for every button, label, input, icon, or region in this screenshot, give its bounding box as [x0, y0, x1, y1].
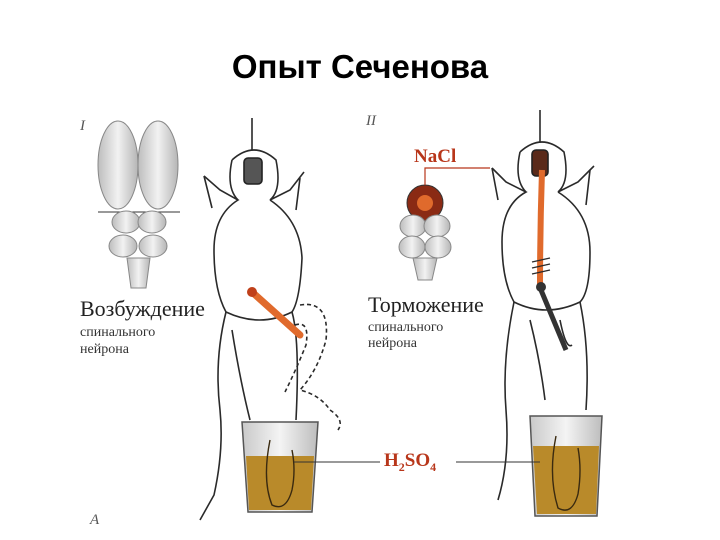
left-label-title: Возбуждение — [80, 296, 205, 322]
acid-label-so: SO — [405, 450, 430, 471]
right-acid-beaker — [530, 416, 602, 516]
left-brain-diagram — [98, 121, 180, 288]
left-stimulus-point — [247, 287, 257, 297]
acid-label-h: H — [384, 450, 399, 471]
acid-label-sub2: 4 — [430, 460, 436, 474]
left-label-line2: нейрона — [80, 342, 129, 358]
right-label-line2: нейрона — [368, 336, 417, 352]
right-block-marker — [532, 258, 550, 274]
panel-number-left: I — [80, 118, 85, 135]
left-acid-beaker — [242, 422, 318, 512]
left-label-line1: спинального — [80, 325, 155, 341]
nacl-label: NaCl — [414, 146, 456, 168]
panel-number-right: II — [366, 113, 376, 130]
acid-label: H2SO4 — [384, 450, 436, 475]
corner-mark: А — [90, 512, 99, 529]
right-label-title: Торможение — [368, 292, 484, 318]
right-nerve — [540, 170, 542, 288]
right-label-line1: спинального — [368, 320, 443, 336]
right-brain-diagram — [399, 168, 490, 280]
